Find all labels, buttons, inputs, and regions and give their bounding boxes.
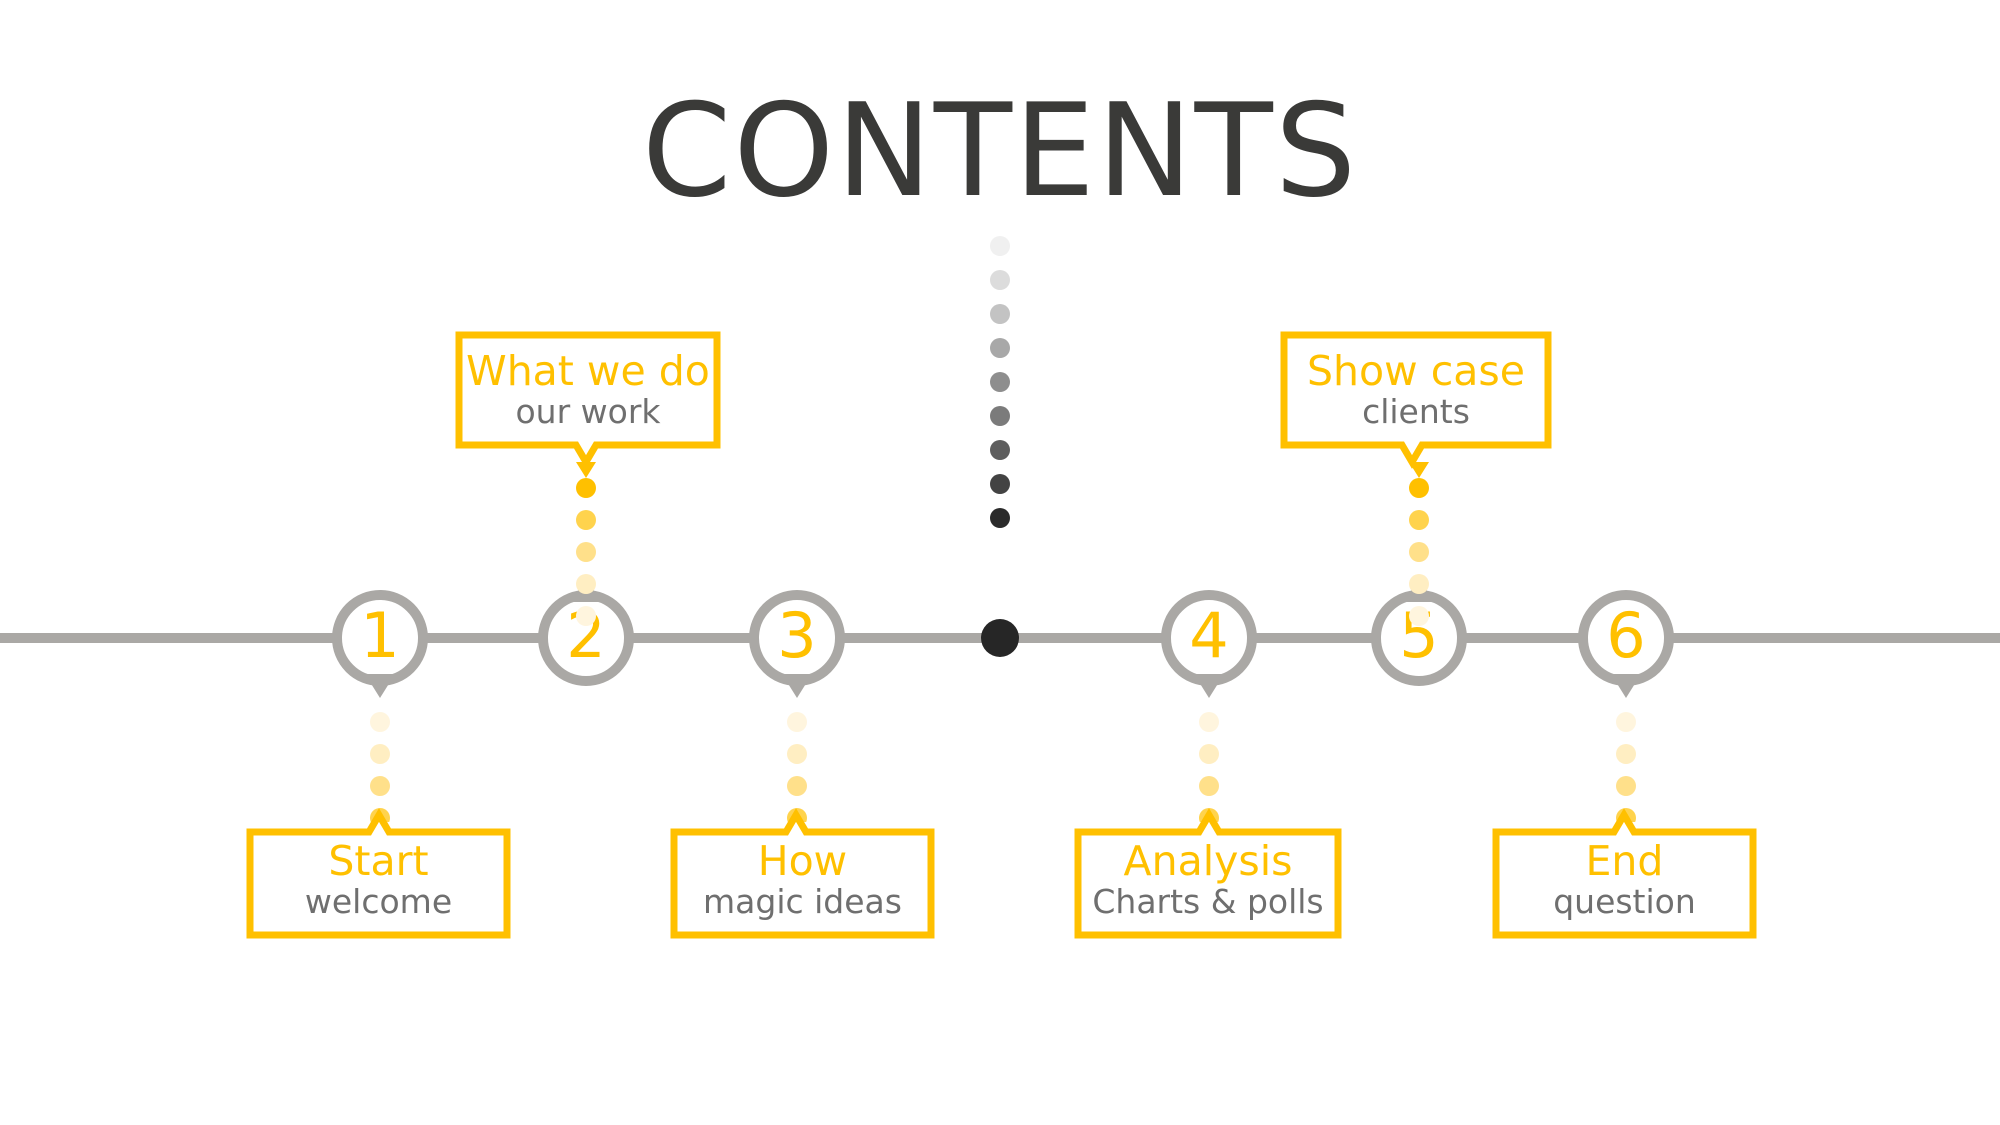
callout-bottom-analysis[interactable]: Analysis Charts & polls: [1074, 808, 1342, 939]
gray-gradient-dot: [990, 474, 1010, 494]
connector-dot: [370, 744, 390, 764]
connector-dot: [1616, 744, 1636, 764]
connector-dot: [1616, 776, 1636, 796]
timeline-node-5[interactable]: 5: [1371, 578, 1467, 686]
connector-arrow-icon: [1409, 462, 1429, 478]
callout-head: How: [757, 837, 848, 886]
timeline-node-6-number: 6: [1606, 599, 1646, 672]
triangle-pointer-down-icon: [1611, 674, 1641, 698]
callout-frame-notch-bottom: [1280, 331, 1552, 469]
connector-dots-node-2: [575, 462, 597, 638]
callout-head: Analysis: [1123, 837, 1293, 886]
timeline-node-4[interactable]: 4: [1161, 590, 1257, 698]
timeline-center-dot: [981, 619, 1019, 657]
callout-bottom-how[interactable]: How magic ideas: [670, 808, 935, 939]
connector-dot: [787, 712, 807, 732]
connector-dot: [576, 542, 596, 562]
timeline-node-3[interactable]: 3: [749, 590, 845, 698]
callout-head: End: [1585, 837, 1664, 886]
triangle-pointer-down-icon: [782, 674, 812, 698]
gray-gradient-dot: [990, 440, 1010, 460]
callout-sub: welcome: [304, 882, 453, 922]
connector-dot: [576, 606, 596, 626]
callout-sub: Charts & polls: [1092, 882, 1324, 922]
timeline-node-3-number: 3: [777, 599, 817, 672]
callout-frame-notch-top: [246, 808, 511, 939]
callout-bottom-end[interactable]: End question: [1492, 808, 1757, 939]
callout-sub: magic ideas: [703, 882, 902, 922]
page-title: CONTENTS: [641, 77, 1359, 226]
gray-gradient-dot: [990, 338, 1010, 358]
timeline-node-1-number: 1: [360, 599, 400, 672]
gray-gradient-dot: [990, 372, 1010, 392]
callout-frame-notch-top: [670, 808, 935, 939]
triangle-pointer-down-icon: [1194, 674, 1224, 698]
connector-arrow-icon: [576, 462, 596, 478]
callout-sub: question: [1553, 882, 1696, 922]
connector-dots-node-5: [1408, 462, 1430, 638]
timeline-node-6[interactable]: 6: [1578, 590, 1674, 698]
connector-dot: [370, 776, 390, 796]
connector-dot: [576, 478, 596, 498]
connector-dot: [1409, 542, 1429, 562]
connector-dot: [1409, 478, 1429, 498]
callout-top-show-case[interactable]: Show case clients: [1280, 331, 1552, 469]
gray-gradient-dot: [990, 236, 1010, 256]
timeline-node-4-number: 4: [1189, 599, 1229, 672]
gray-gradient-dot: [990, 406, 1010, 426]
connector-dot: [576, 574, 596, 594]
connector-dot: [1616, 712, 1636, 732]
callout-head: Start: [328, 837, 429, 886]
connector-dot: [1199, 712, 1219, 732]
gray-dot-gradient: [981, 236, 1019, 542]
timeline-node-1[interactable]: 1: [332, 590, 428, 698]
timeline-node-2[interactable]: 2: [538, 578, 634, 686]
callout-sub: our work: [515, 391, 661, 431]
connector-dot: [1199, 744, 1219, 764]
connector-dot: [370, 712, 390, 732]
connector-dot: [1409, 510, 1429, 530]
connector-dot: [787, 776, 807, 796]
callout-head: What we do: [466, 346, 710, 395]
connector-dot: [787, 744, 807, 764]
triangle-pointer-down-icon: [365, 674, 395, 698]
gray-gradient-dot: [990, 508, 1010, 528]
callout-bottom-start[interactable]: Start welcome: [246, 808, 511, 939]
connector-dot: [1409, 574, 1429, 594]
connector-dot: [1409, 606, 1429, 626]
callout-frame-notch-bottom: [455, 331, 721, 469]
callout-top-what-we-do[interactable]: What we do our work: [455, 331, 721, 469]
connector-dot: [1199, 776, 1219, 796]
callout-frame-notch-top: [1074, 808, 1342, 939]
callout-head: Show case: [1307, 346, 1525, 395]
gray-gradient-dot: [990, 304, 1010, 324]
connector-dot: [576, 510, 596, 530]
gray-gradient-dot: [990, 270, 1010, 290]
callout-frame-notch-top: [1492, 808, 1757, 939]
callout-sub: clients: [1362, 391, 1470, 431]
